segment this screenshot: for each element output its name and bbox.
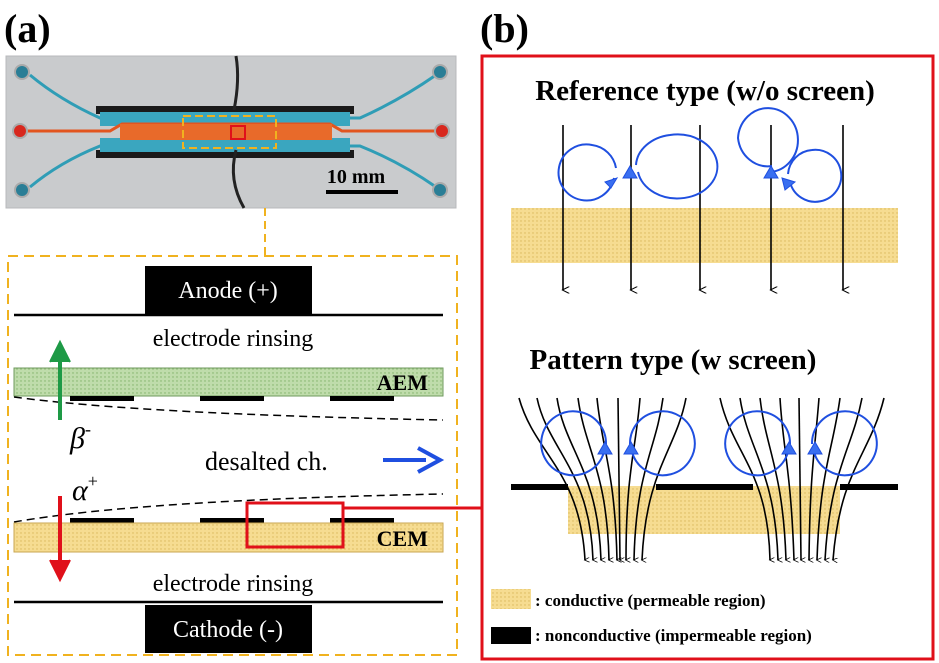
panel-b-frame (480, 54, 935, 661)
anode-label: Anode (+) (178, 278, 278, 304)
desalted-label: desalted ch. (205, 447, 328, 476)
legend-conductive-label: : conductive (permeable region) (535, 591, 766, 610)
zoom-box (7, 255, 458, 656)
pattern-conductive-layer (568, 486, 840, 534)
legend-nonconductive-swatch (491, 627, 531, 644)
panel-a-label: (a) (4, 6, 51, 51)
legend-nonconductive-label: : nonconductive (impermeable region) (535, 626, 812, 645)
pattern-vortices (540, 410, 878, 477)
reference-field-lines (563, 125, 843, 290)
device-photo: 10 mm (5, 55, 457, 209)
reference-title: Reference type (w/o screen) (535, 75, 875, 107)
cathode-block (145, 605, 312, 653)
cathode-label: Cathode (-) (173, 617, 283, 643)
reference-vortices (557, 107, 843, 203)
zoom-highlight (245, 501, 345, 549)
panel-b-label: (b) (480, 6, 529, 51)
boundary-top (13, 396, 444, 421)
anode-block (145, 266, 312, 314)
pattern-nonconductive-blocks (511, 484, 898, 490)
aem-label: AEM (377, 370, 429, 395)
scale-bar-label: 10 mm (327, 166, 386, 188)
boundary-bottom (13, 493, 444, 523)
beta-label: β- (69, 419, 91, 455)
rinse-bottom-label: electrode rinsing (153, 571, 314, 597)
pattern-title: Pattern type (w screen) (530, 344, 817, 376)
cem-membrane (13, 522, 444, 553)
reference-conductive-layer (511, 208, 898, 263)
alpha-label: α+ (72, 471, 98, 507)
rinse-top-label: electrode rinsing (153, 326, 314, 352)
legend-conductive-swatch (491, 589, 531, 609)
pattern-field-lines (518, 397, 885, 560)
aem-membrane (13, 367, 444, 397)
cem-label: CEM (377, 526, 429, 551)
